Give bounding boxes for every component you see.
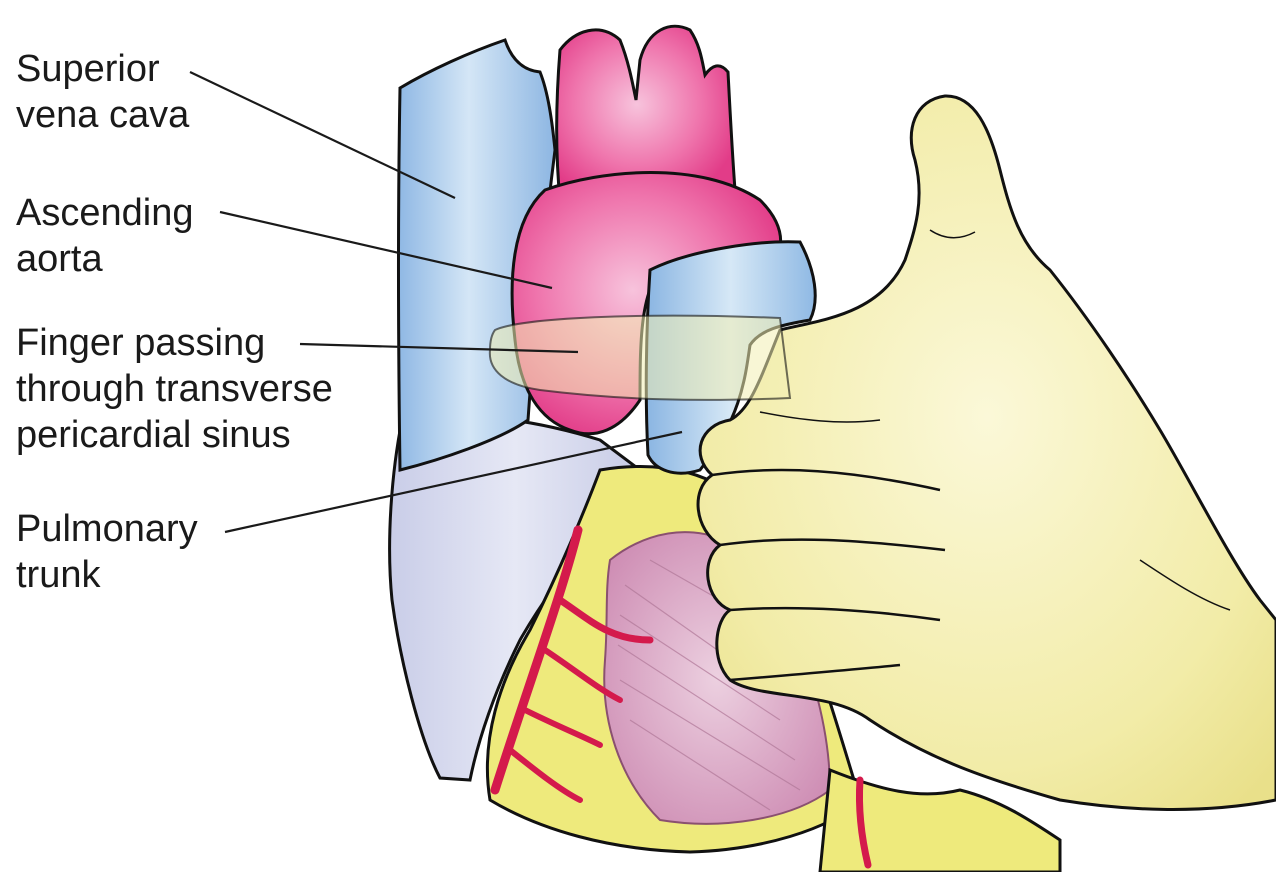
label-finger-line3: pericardial sinus — [16, 412, 333, 458]
label-finger-line2: through transverse — [16, 366, 333, 412]
label-finger-transverse-sinus: Finger passing through transverse perica… — [16, 320, 333, 458]
label-finger-line1: Finger passing — [16, 320, 333, 366]
label-pulm-line2: trunk — [16, 552, 198, 598]
label-svc-line1: Superior — [16, 46, 189, 92]
label-pulm-line1: Pulmonary — [16, 506, 198, 552]
label-pulmonary-trunk: Pulmonary trunk — [16, 506, 198, 598]
label-aorta-line2: aorta — [16, 236, 193, 282]
label-svc-line2: vena cava — [16, 92, 189, 138]
label-aorta-line1: Ascending — [16, 190, 193, 236]
finger-through-sinus — [490, 316, 790, 400]
label-superior-vena-cava: Superior vena cava — [16, 46, 189, 138]
label-ascending-aorta: Ascending aorta — [16, 190, 193, 282]
